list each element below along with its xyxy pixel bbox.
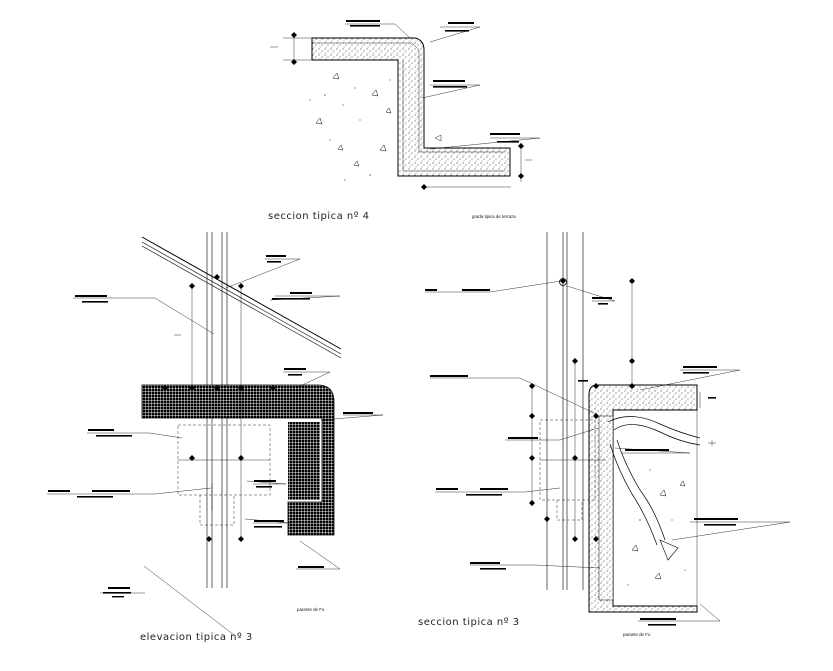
wall-inner [598,415,614,601]
drain-marker [708,440,716,446]
leader-e10 [296,540,341,570]
elevation-3-title: elevacion tipica nº 3 [140,632,253,643]
section-3-soil [627,469,686,586]
section-3-nodes [529,278,635,542]
dim-marker-left [291,32,297,65]
leader-s2 [566,285,616,302]
leader-s7 [435,487,561,493]
leader-e5 [320,414,384,421]
section-4-detail [270,20,541,190]
leader-s10 [638,603,721,622]
grid-hatched-beam [141,384,335,536]
leader-s9 [470,564,601,569]
inner-rebar-line [312,42,505,153]
leader-s5 [505,427,599,441]
slab-line-1 [141,236,342,350]
leader-2 [429,26,481,43]
leader-s3 [430,377,597,415]
leader-1 [345,23,411,39]
slab-line-3 [141,245,342,359]
leader-e3 [73,297,215,335]
leader-3 [421,84,481,99]
soil-hatch [309,72,392,181]
dim-marker-bottom [421,184,427,190]
leader-e4 [283,371,331,389]
concrete-z-section [311,37,511,177]
drain-pipe [607,416,701,546]
dashed-anchor-outline [199,495,235,526]
slab-line-2 [141,241,342,355]
outer-rebar-line [402,60,505,172]
parapet-label-left: parante de Fo [297,607,325,612]
leader-s4 [639,369,741,391]
cut-line-diagonal [143,565,235,636]
beam-web [288,422,320,500]
section-3-notes [425,289,738,626]
pipe-end [659,539,679,561]
elevation-3-detail [47,232,384,636]
leader-e6 [87,432,183,439]
section-4-notes [346,20,520,143]
section-3-detail [425,232,791,626]
elevation-3-notes [48,255,373,598]
section-3-title: seccion tipica nº 3 [418,617,520,628]
leader-s1 [425,280,562,293]
section-arrow [434,134,442,142]
leader-4 [429,137,541,150]
section-3-dashed-anchor [556,500,583,521]
leader-e7 [47,487,212,495]
section-3-dashed-box [539,419,596,501]
section-4-title: seccion tipica nº 4 [268,211,370,222]
dashed-embed-outline [177,424,271,496]
terrace-beam-label: grada tipica de terraza [472,214,516,219]
parapet-label-right: parante de Fo [623,632,651,637]
node-markers [162,274,276,542]
leader-s8 [671,521,791,541]
leader-e1 [225,258,301,289]
